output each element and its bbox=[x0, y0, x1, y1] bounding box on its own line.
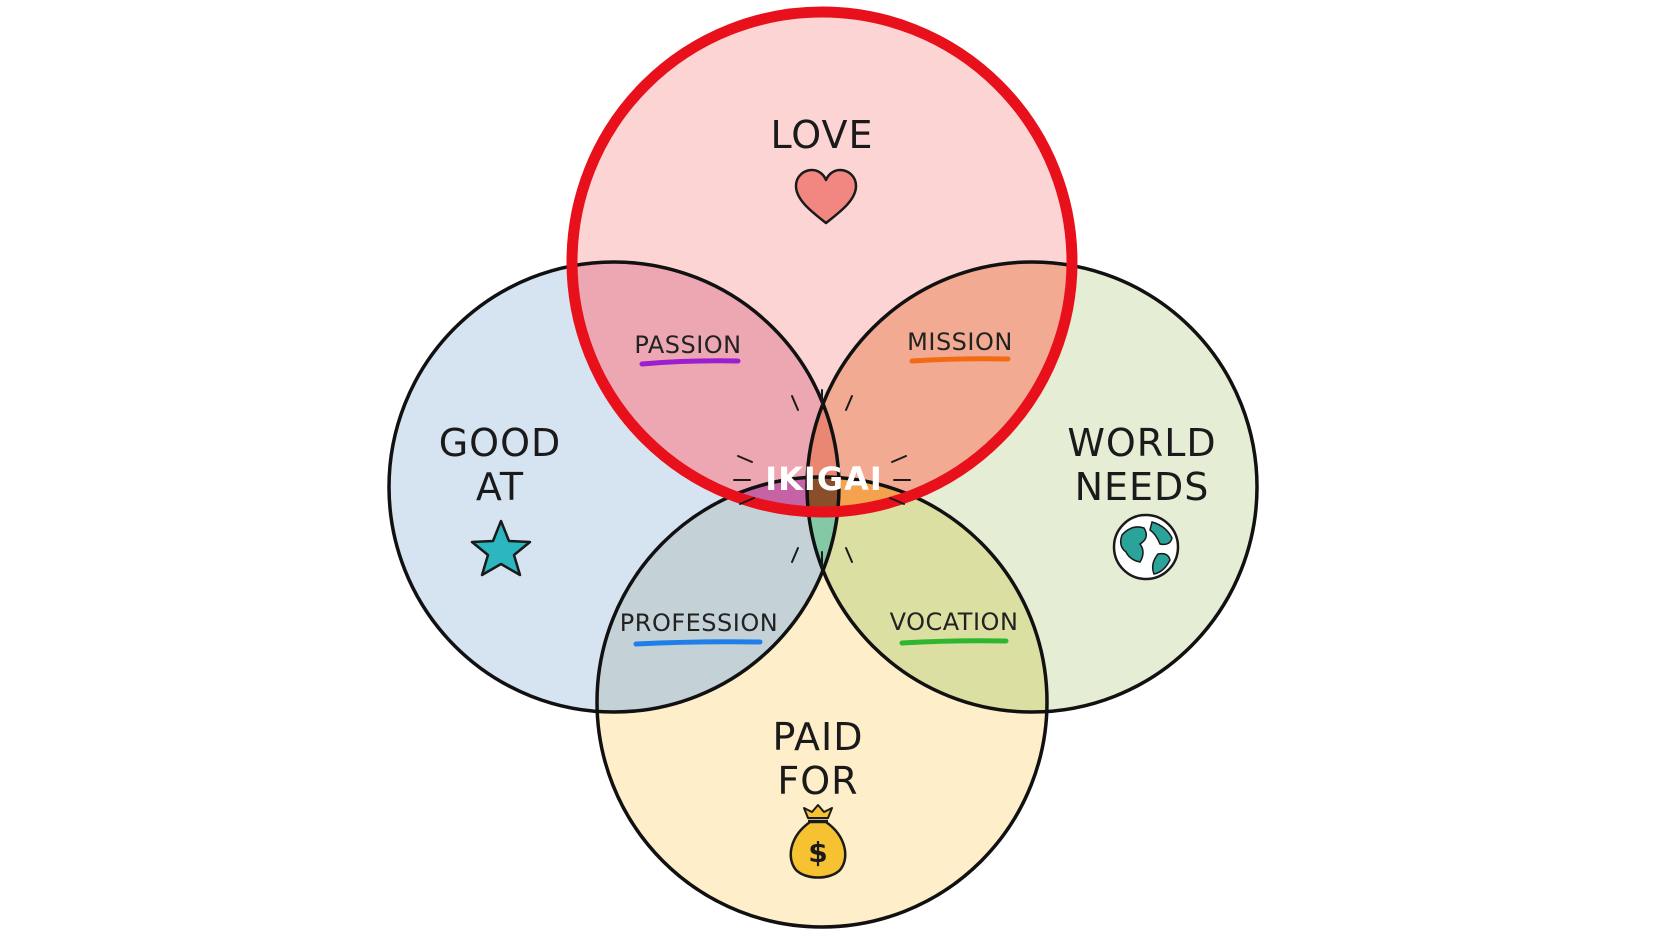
world-needs-label-line1: WORLD bbox=[1067, 421, 1216, 465]
vocation-label: VOCATION bbox=[890, 608, 1019, 636]
love-label: LOVE bbox=[770, 113, 873, 157]
profession-underline bbox=[633, 639, 763, 647]
star-icon bbox=[470, 519, 532, 577]
dollar-sign: $ bbox=[808, 836, 827, 869]
good-at-label-line1: GOOD bbox=[439, 421, 562, 465]
paid-for-label-line2: FOR bbox=[777, 759, 858, 803]
center-rays bbox=[733, 389, 911, 569]
money-bag-icon: $ bbox=[789, 804, 847, 879]
world-needs-label-line2: NEEDS bbox=[1075, 465, 1210, 509]
globe-icon bbox=[1112, 513, 1180, 581]
ikigai-label: IKIGAI bbox=[765, 460, 883, 498]
good-at-outline bbox=[387, 260, 841, 714]
passion-underline bbox=[639, 358, 741, 367]
ikigai-center-zone bbox=[807, 477, 839, 512]
mission-underline bbox=[909, 356, 1011, 364]
paid-for-outline bbox=[595, 475, 1049, 929]
mission-label: MISSION bbox=[907, 328, 1013, 356]
passion-label: PASSION bbox=[634, 331, 741, 359]
profession-label: PROFESSION bbox=[620, 609, 778, 637]
heart-icon bbox=[794, 168, 858, 225]
love-highlight-ring bbox=[566, 6, 1078, 518]
world-needs-outline bbox=[805, 260, 1259, 714]
vocation-underline bbox=[899, 638, 1009, 646]
good-at-label-line2: AT bbox=[476, 465, 524, 509]
paid-for-label-line1: PAID bbox=[773, 715, 864, 759]
